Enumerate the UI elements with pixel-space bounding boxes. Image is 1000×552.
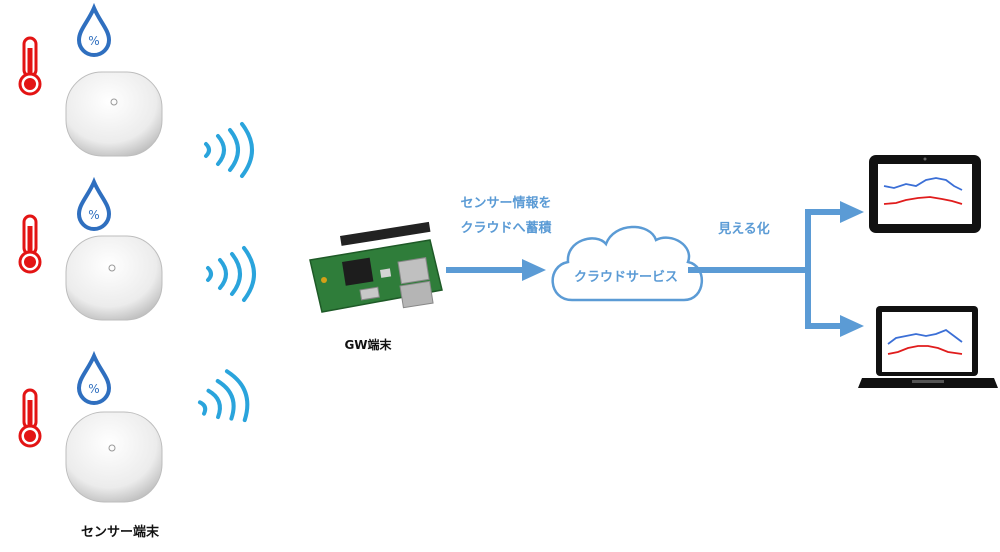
humidity-symbol: %	[88, 208, 99, 222]
thermometer-icon	[18, 388, 42, 448]
sensor-group: % %	[18, 2, 256, 540]
gateway-label: GW端末	[344, 337, 392, 352]
wifi-signal-icon	[197, 369, 250, 423]
tablet-chart	[883, 177, 963, 205]
sensor-unit-3: %	[18, 350, 250, 503]
humidity-drop-icon: %	[76, 176, 112, 231]
gateway-board: GW端末	[309, 221, 443, 352]
laptop-device	[858, 306, 998, 388]
laptop-chart	[887, 328, 963, 355]
thermometer-icon	[18, 214, 42, 274]
sensor-unit-2: %	[18, 176, 256, 321]
wifi-signal-icon	[206, 246, 256, 302]
wifi-signal-icon	[204, 122, 254, 178]
humidity-symbol: %	[88, 382, 99, 396]
tablet-device	[869, 155, 981, 233]
cloud-icon: クラウドサービス	[551, 225, 704, 302]
sensor-device	[65, 411, 163, 503]
thermometer-icon	[18, 36, 42, 96]
visualize-arrows	[688, 201, 864, 337]
upload-label-line2: クラウドへ蓄積	[460, 220, 552, 236]
upload-arrow	[446, 259, 546, 281]
cloud-service-label: クラウドサービス	[574, 269, 678, 285]
sensor-unit-1: %	[18, 2, 254, 178]
sensor-terminal-label: センサー端末	[81, 524, 160, 540]
humidity-drop-icon: %	[76, 2, 112, 57]
sensor-device	[65, 71, 163, 157]
humidity-symbol: %	[88, 34, 99, 48]
visualize-label: 見える化	[717, 221, 770, 237]
humidity-drop-icon: %	[76, 350, 112, 405]
sensor-device	[65, 235, 163, 321]
upload-label-line1: センサー情報を	[460, 195, 551, 211]
